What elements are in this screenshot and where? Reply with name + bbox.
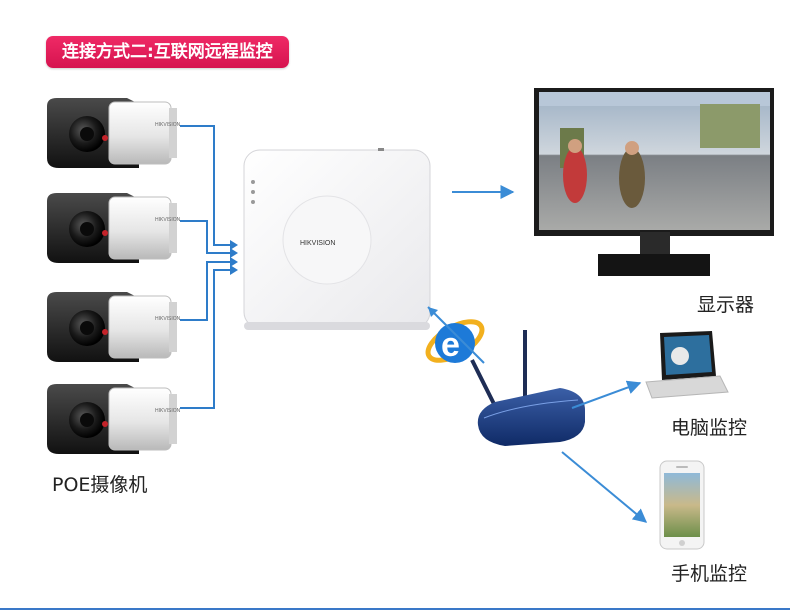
svg-text:HIKVISION: HIKVISION (155, 217, 181, 223)
camera-4: HIKVISION (47, 384, 181, 454)
nvr-router-link (427, 306, 485, 364)
camera-connectors (180, 125, 232, 409)
internet-icon: e (425, 319, 485, 364)
camera-3: HIKVISION (47, 292, 181, 362)
monitor (534, 88, 774, 276)
laptop (645, 331, 729, 399)
camera-2: HIKVISION (47, 193, 181, 263)
computer-label: 电脑监控 (671, 417, 748, 439)
svg-text:HIKVISION: HIKVISION (155, 408, 181, 414)
nvr-device: HIKVISION (243, 148, 431, 330)
svg-text:HIKVISION: HIKVISION (155, 122, 181, 128)
phone-label: 手机监控 (671, 563, 748, 585)
page-title: 连接方式二:互联网远程监控 (46, 36, 289, 68)
connector-arrowheads (230, 240, 238, 275)
phone (659, 460, 705, 550)
svg-text:e: e (441, 326, 460, 364)
monitor-label: 显示器 (697, 294, 755, 316)
camera-1: HIKVISION (47, 98, 181, 168)
nvr-brand-label: HIKVISION (300, 240, 335, 247)
bottom-divider (0, 608, 790, 610)
cameras-label: POE摄像机 (52, 474, 148, 496)
phone-arrow (561, 451, 648, 523)
router (470, 330, 585, 446)
laptop-arrow (571, 380, 642, 409)
svg-text:HIKVISION: HIKVISION (155, 316, 181, 322)
